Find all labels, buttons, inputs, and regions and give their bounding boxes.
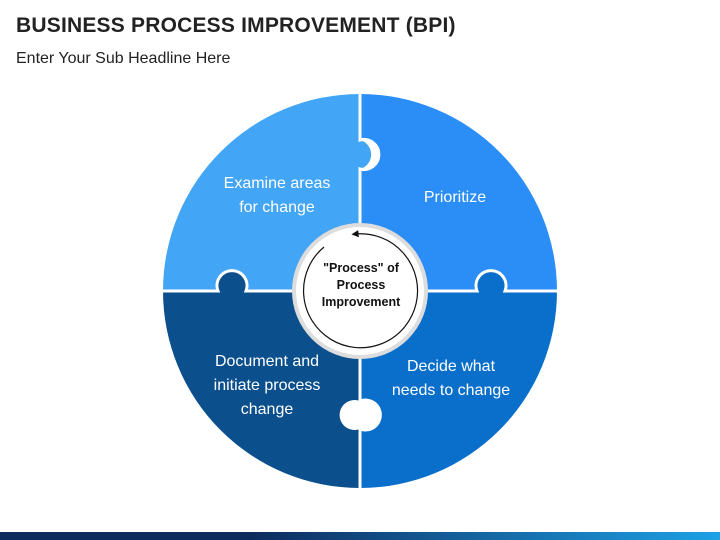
- slide-title: BUSINESS PROCESS IMPROVEMENT (BPI): [16, 14, 456, 37]
- label-examine-areas: Examine areas for change: [223, 175, 331, 216]
- center-label: "Process" of Process Improvement: [321, 261, 401, 309]
- slide-subtitle: Enter Your Sub Headline Here: [16, 50, 231, 67]
- label-document: Document and initiate process change: [213, 353, 321, 418]
- footer-gradient-bar: [0, 532, 720, 540]
- label-decide: Decide what needs to change: [391, 358, 511, 399]
- center-circle: [292, 223, 428, 359]
- cycle-arrow-icon: [302, 230, 419, 349]
- label-prioritize: Prioritize: [423, 189, 487, 206]
